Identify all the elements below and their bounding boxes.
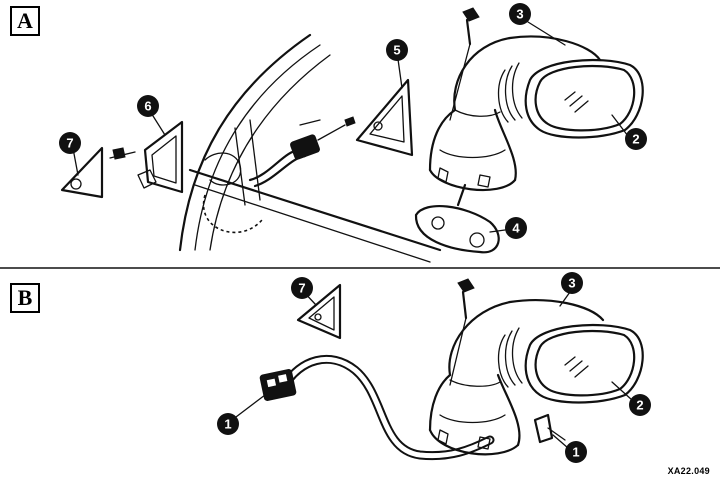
reference-code: XA22.049	[667, 466, 710, 476]
callout-4-a	[505, 217, 527, 239]
callout-3-a	[509, 3, 531, 25]
callout-1-b-housing	[565, 441, 587, 463]
triangle-cover-7	[60, 146, 136, 199]
callout-5-a-label: 5	[393, 43, 400, 58]
callout-3-b	[561, 272, 583, 294]
panel-label-b: B	[10, 283, 40, 313]
callout-2-b	[629, 394, 651, 416]
panel-label-a: A	[10, 6, 40, 36]
callout-2-a	[625, 128, 647, 150]
door-frame	[178, 33, 442, 263]
wiring-harness-a	[248, 116, 356, 188]
callouts-panel-a: 7 6 5 3 2 4	[59, 3, 647, 239]
mirror-assembly-b	[428, 278, 644, 456]
triangle-cover-7-b	[296, 283, 342, 340]
callout-5-a	[386, 39, 408, 61]
mirror-assembly-a	[414, 7, 644, 254]
wiring-harness-b	[259, 354, 495, 461]
callout-1-b-connector-label: 1	[224, 417, 231, 432]
trim-cover-6	[137, 120, 184, 194]
callout-4-a-label: 4	[512, 221, 520, 236]
callout-1-b-housing-label: 1	[572, 445, 579, 460]
callout-6-a-label: 6	[144, 99, 151, 114]
callout-6-a	[137, 95, 159, 117]
triangle-cover-5	[355, 78, 414, 157]
callout-7-b	[291, 277, 313, 299]
callout-7-b-label: 7	[298, 281, 305, 296]
callouts-panel-b: 7 3 1 2 1	[217, 272, 651, 463]
callout-7-a-label: 7	[66, 136, 73, 151]
callout-2-b-label: 2	[636, 398, 643, 413]
callout-2-a-label: 2	[632, 132, 639, 147]
callout-7-a	[59, 132, 81, 154]
callout-1-b-connector	[217, 413, 239, 435]
callout-3-a-label: 3	[516, 7, 523, 22]
callout-3-b-label: 3	[568, 276, 575, 291]
